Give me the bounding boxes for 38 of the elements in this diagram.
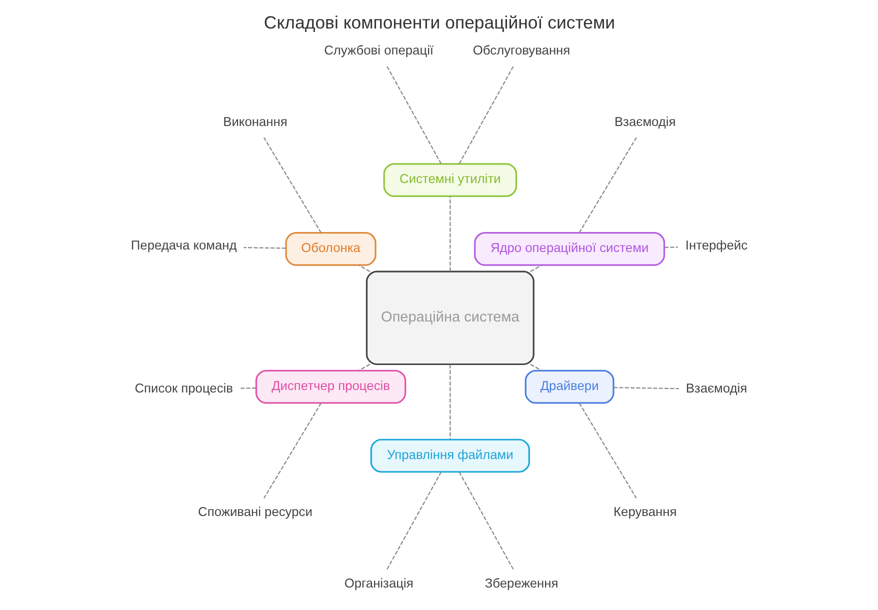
connector xyxy=(578,402,636,499)
connector xyxy=(613,386,678,390)
node-text: Обслуговування xyxy=(472,42,570,58)
node-text: Виконання xyxy=(222,114,287,130)
connector xyxy=(386,66,442,164)
connector xyxy=(263,402,322,499)
connector xyxy=(358,364,370,372)
node-box: Системні утиліти xyxy=(382,163,517,197)
node-box: Управління файлами xyxy=(370,438,530,473)
connector xyxy=(530,364,542,372)
connector xyxy=(386,472,442,570)
connector xyxy=(458,66,514,164)
diagram-title: Складові компоненти операційної системи xyxy=(263,12,615,33)
connector xyxy=(240,388,256,389)
node-box: Драйвери xyxy=(524,370,614,404)
connector xyxy=(243,246,286,249)
connector xyxy=(458,472,514,570)
connector xyxy=(664,246,678,248)
node-text: Службові операції xyxy=(324,42,434,58)
node-text: Взаємодія xyxy=(614,114,676,130)
connector xyxy=(449,196,450,272)
connector xyxy=(578,137,636,234)
node-box: Операційна система xyxy=(365,270,534,366)
node-text: Збереження xyxy=(484,575,558,590)
node-text: Список процесів xyxy=(134,380,232,396)
node-box: Диспетчер процесів xyxy=(254,370,406,404)
connector xyxy=(530,264,542,272)
node-text: Керування xyxy=(613,504,676,519)
node-text: Організація xyxy=(344,575,413,590)
node-text: Інтерфейс xyxy=(684,238,748,253)
connector xyxy=(358,264,370,272)
node-text: Передача команд xyxy=(130,238,236,253)
connector xyxy=(263,137,322,234)
connector xyxy=(449,364,450,440)
node-text: Споживані ресурси xyxy=(198,504,312,519)
node-box: Ядро операційної системи xyxy=(474,232,665,266)
node-text: Взаємодія xyxy=(685,380,747,396)
node-box: Оболонка xyxy=(284,232,376,266)
